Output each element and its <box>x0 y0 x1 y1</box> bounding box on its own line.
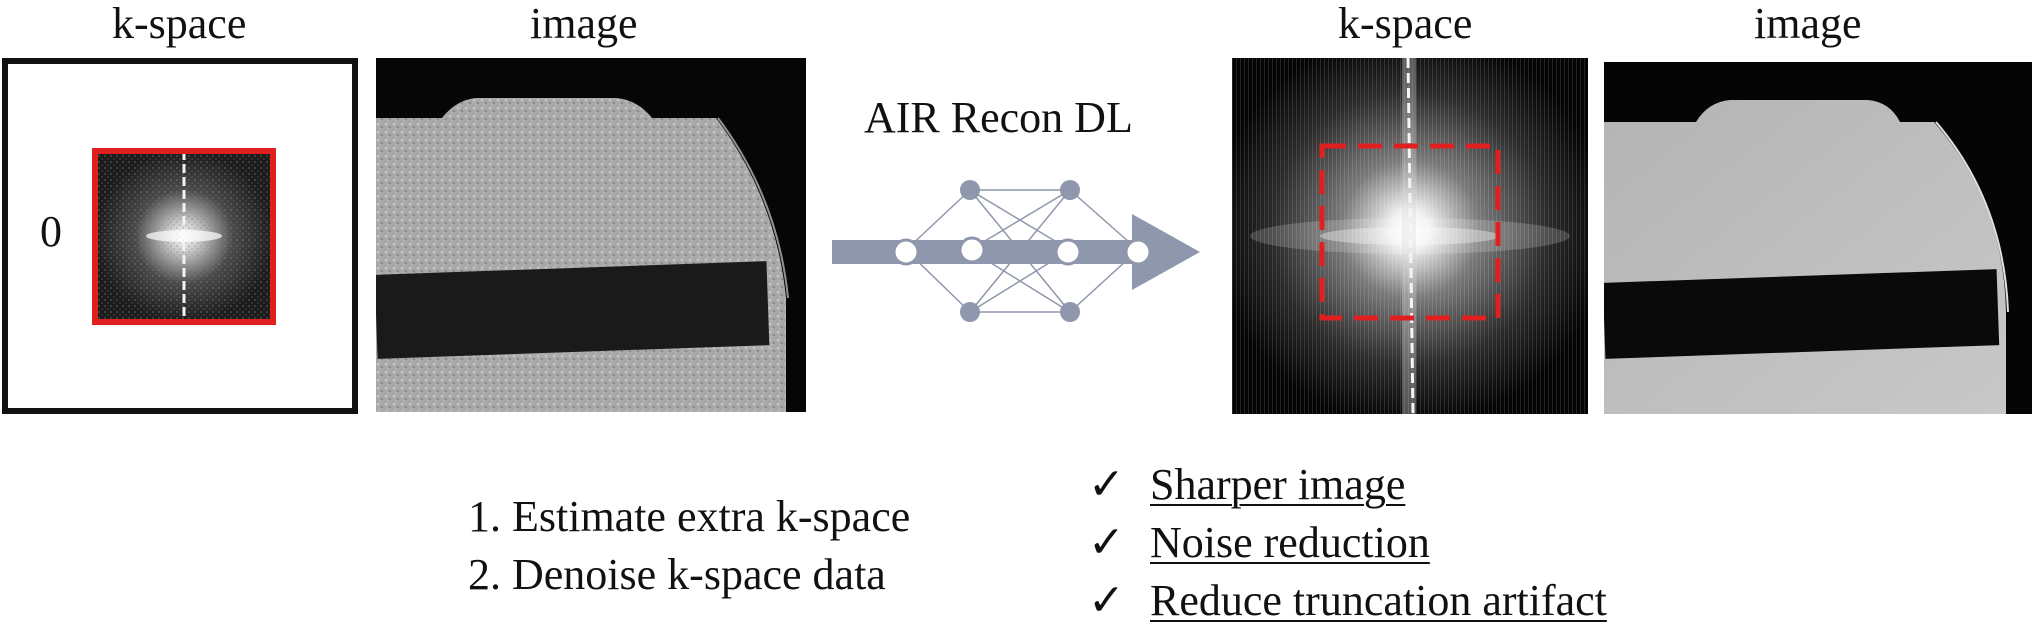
process-steps: 1. Estimate extra k-space 2. Denoise k-s… <box>468 488 910 604</box>
original-region-outline <box>1319 143 1501 321</box>
acquired-kspace-region <box>95 151 273 322</box>
check-icon: ✓ <box>1088 576 1125 625</box>
step-item: 1. Estimate extra k-space <box>468 492 911 541</box>
conventional-recon-image <box>376 58 806 412</box>
method-title: AIR Recon DL <box>864 93 1133 142</box>
header-left-kspace: k-space <box>112 0 247 48</box>
header-left-image: image <box>530 0 638 48</box>
extended-kspace-panel <box>1232 58 1588 414</box>
check-icon: ✓ <box>1088 518 1125 567</box>
zero-filled-kspace-panel: 0 <box>2 58 358 414</box>
neural-network-arrow-icon <box>832 170 1206 340</box>
benefits-list: ✓ Sharper image ✓ Noise reduction ✓ Redu… <box>1088 456 1607 630</box>
acquired-region-outline <box>92 148 276 325</box>
benefit-item: ✓ Reduce truncation artifact <box>1088 572 1607 630</box>
benefit-label: Sharper image <box>1150 460 1406 509</box>
benefit-item: ✓ Noise reduction <box>1088 514 1607 572</box>
header-right-kspace: k-space <box>1338 0 1473 48</box>
step-item: 2. Denoise k-space data <box>468 550 886 599</box>
benefit-label: Reduce truncation artifact <box>1150 576 1607 625</box>
dl-recon-image <box>1604 62 2032 414</box>
check-icon: ✓ <box>1088 460 1125 509</box>
header-right-image: image <box>1754 0 1862 48</box>
zero-fill-label: 0 <box>40 207 62 256</box>
benefit-item: ✓ Sharper image <box>1088 456 1607 514</box>
benefit-label: Noise reduction <box>1150 518 1430 567</box>
